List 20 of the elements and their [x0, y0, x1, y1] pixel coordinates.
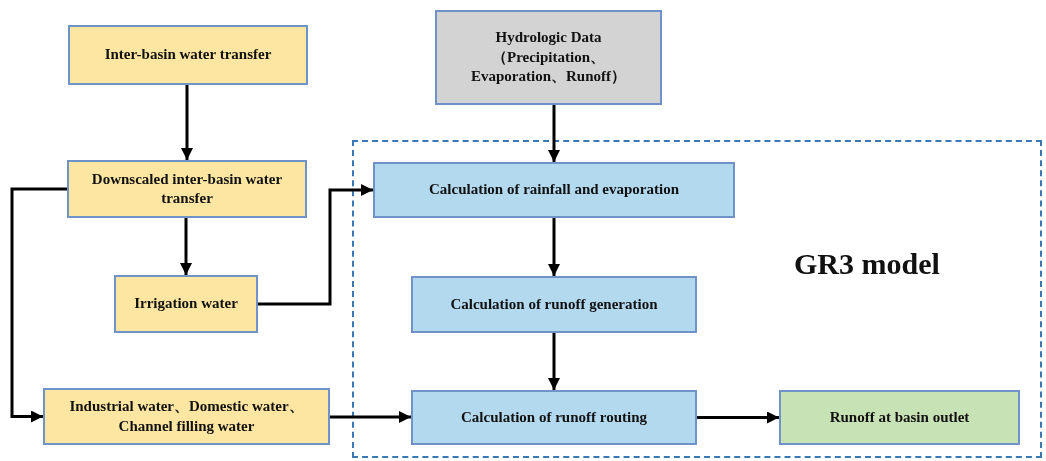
- arrow: [10, 187, 67, 423]
- process-box: Irrigation water: [114, 275, 258, 333]
- arrow: [548, 105, 560, 162]
- arrow: [548, 333, 560, 390]
- process-box: Calculation of rainfall and evaporation: [373, 162, 735, 218]
- model-frame: [352, 140, 1042, 458]
- result-box: Runoff at basin outlet: [779, 390, 1020, 445]
- process-box: Industrial water、Domestic water、Channel filling water: [43, 388, 330, 445]
- model-title: GR3 model: [794, 247, 940, 281]
- process-box: Calculation of runoff routing: [411, 390, 697, 445]
- arrow: [330, 411, 411, 423]
- arrow: [258, 184, 373, 306]
- data-box: Hydrologic Data（Precipitation、Evaporation、Runoff）: [435, 10, 662, 105]
- arrow: [180, 218, 192, 275]
- process-box: Inter-basin water transfer: [68, 25, 308, 85]
- process-box: Calculation of runoff generation: [411, 276, 697, 333]
- process-box: Downscaled inter-basin water transfer: [67, 160, 307, 218]
- arrow: [181, 85, 193, 160]
- arrow: [548, 218, 560, 276]
- arrow: [697, 411, 779, 424]
